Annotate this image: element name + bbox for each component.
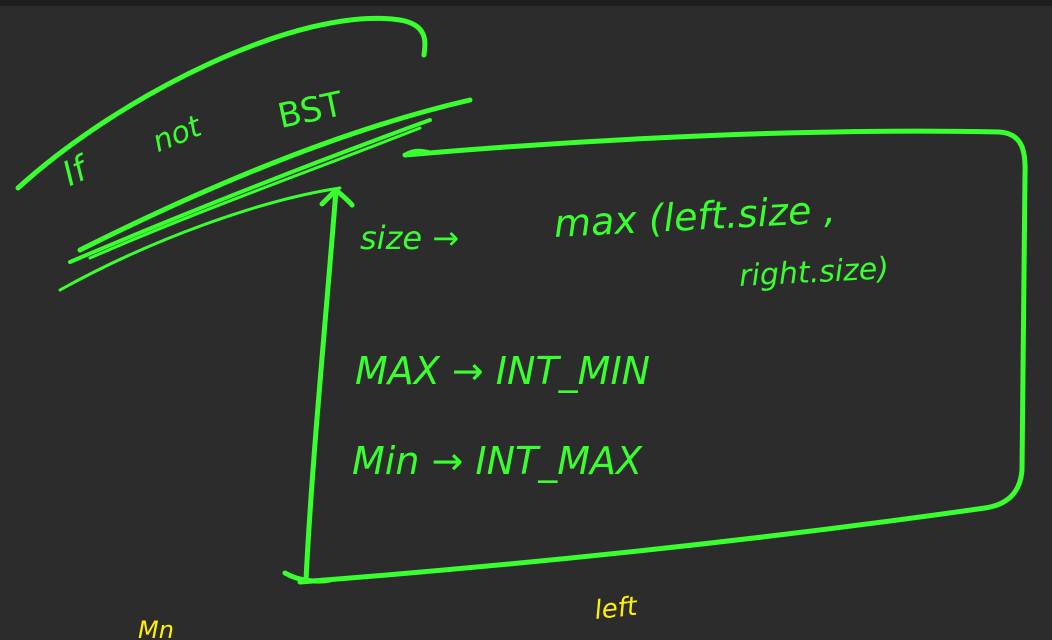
strike-stroke-2 [68,118,432,264]
strike-stroke-1 [77,97,473,253]
box-outline [282,128,1028,585]
strike-stroke-3 [88,126,422,260]
box-corner-tick [403,148,430,157]
box-line-max: MAX → INT_MIN [355,349,651,393]
box-line-size-label: size → [360,219,460,257]
strike-stroke-4 [58,186,342,292]
box-line-min: Min → INT_MAX [352,439,643,483]
window-top-edge [0,0,1052,6]
arc-stroke [15,15,428,191]
footer-fragment-left: Mn [138,616,174,640]
box-line-right-size: right.size) [738,251,890,294]
footer-fragment-right: left [593,591,639,626]
